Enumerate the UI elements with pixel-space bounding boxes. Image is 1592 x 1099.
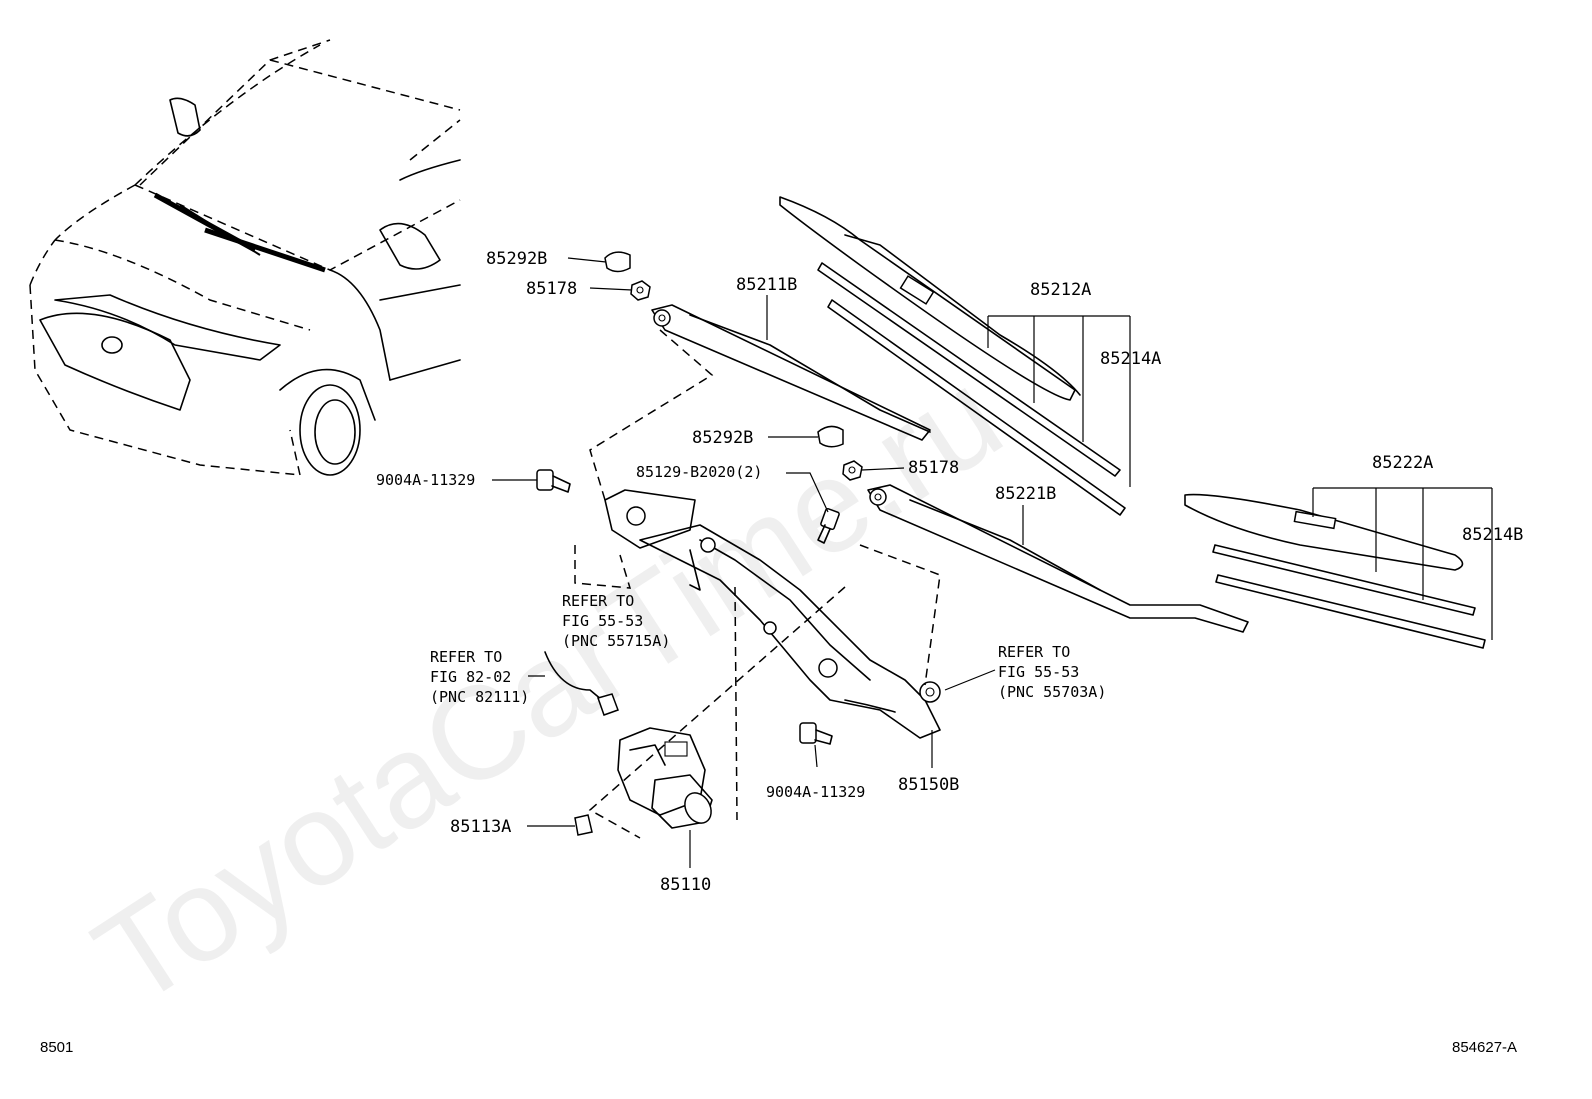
callout-85150b: 85150B bbox=[898, 775, 959, 795]
bolt-9004a-lower bbox=[799, 722, 833, 745]
wiper-motor-85110 bbox=[617, 727, 713, 829]
callout-85222a: 85222A bbox=[1372, 453, 1433, 473]
wiper-arm-85211b bbox=[651, 304, 931, 441]
callout-85129-b2020: 85129-B2020(2) bbox=[636, 463, 762, 481]
callout-85113a: 85113A bbox=[450, 817, 511, 837]
vehicle-illustration bbox=[29, 39, 461, 476]
assembly-outlines bbox=[574, 329, 941, 839]
svg-text:REFER TO: REFER TO bbox=[430, 648, 502, 666]
callout-85178-upper: 85178 bbox=[526, 279, 577, 299]
svg-text:(PNC 82111): (PNC 82111) bbox=[430, 688, 529, 706]
callout-85214a: 85214A bbox=[1100, 349, 1161, 369]
callout-85214b: 85214B bbox=[1462, 525, 1523, 545]
svg-text:(PNC 55715A): (PNC 55715A) bbox=[562, 632, 670, 650]
reference-note-55715a: REFER TO FIG 55-53 (PNC 55715A) bbox=[562, 592, 670, 650]
callout-9004a-upper: 9004A-11329 bbox=[376, 471, 475, 489]
callout-85221b: 85221B bbox=[995, 484, 1056, 504]
svg-text:FIG 55-53: FIG 55-53 bbox=[998, 663, 1079, 681]
callout-85292b-upper: 85292B bbox=[486, 249, 547, 269]
drawing-number: 854627-A bbox=[1452, 1039, 1517, 1056]
figure-code: 8501 bbox=[40, 1039, 73, 1056]
connector-82111 bbox=[544, 651, 619, 716]
nut-85178-lower bbox=[842, 460, 863, 481]
pivot-cap-85292b-lower bbox=[817, 425, 844, 448]
reference-note-82111: REFER TO FIG 82-02 (PNC 82111) bbox=[430, 648, 529, 706]
callout-85211b: 85211B bbox=[736, 275, 797, 295]
pivot-cap-85292b-upper bbox=[604, 251, 631, 273]
callout-85178-lower: 85178 bbox=[908, 458, 959, 478]
wiper-blade-85222a bbox=[1184, 493, 1486, 649]
svg-text:FIG 55-53: FIG 55-53 bbox=[562, 612, 643, 630]
wiper-link-85150b bbox=[604, 489, 941, 739]
wiper-blade-85212a bbox=[779, 196, 1126, 516]
clip-85113a bbox=[574, 814, 593, 836]
callout-9004a-lower: 9004A-11329 bbox=[766, 783, 865, 801]
svg-text:(PNC 55703A): (PNC 55703A) bbox=[998, 683, 1106, 701]
svg-text:FIG 82-02: FIG 82-02 bbox=[430, 668, 511, 686]
bolt-85129-b2020 bbox=[817, 507, 840, 544]
reference-note-55703a: REFER TO FIG 55-53 (PNC 55703A) bbox=[998, 643, 1106, 701]
leader-lines bbox=[492, 257, 1493, 868]
svg-text:REFER TO: REFER TO bbox=[562, 592, 634, 610]
callout-85212a: 85212A bbox=[1030, 280, 1091, 300]
wiper-arm-85221b bbox=[867, 484, 1249, 633]
nut-85178-upper bbox=[630, 280, 651, 301]
callout-85292b-lower: 85292B bbox=[692, 428, 753, 448]
bolt-9004a-upper bbox=[536, 469, 571, 493]
watermark: ToyotaCarTime.ru bbox=[70, 342, 1026, 1034]
callout-85110: 85110 bbox=[660, 875, 711, 895]
svg-text:REFER TO: REFER TO bbox=[998, 643, 1070, 661]
